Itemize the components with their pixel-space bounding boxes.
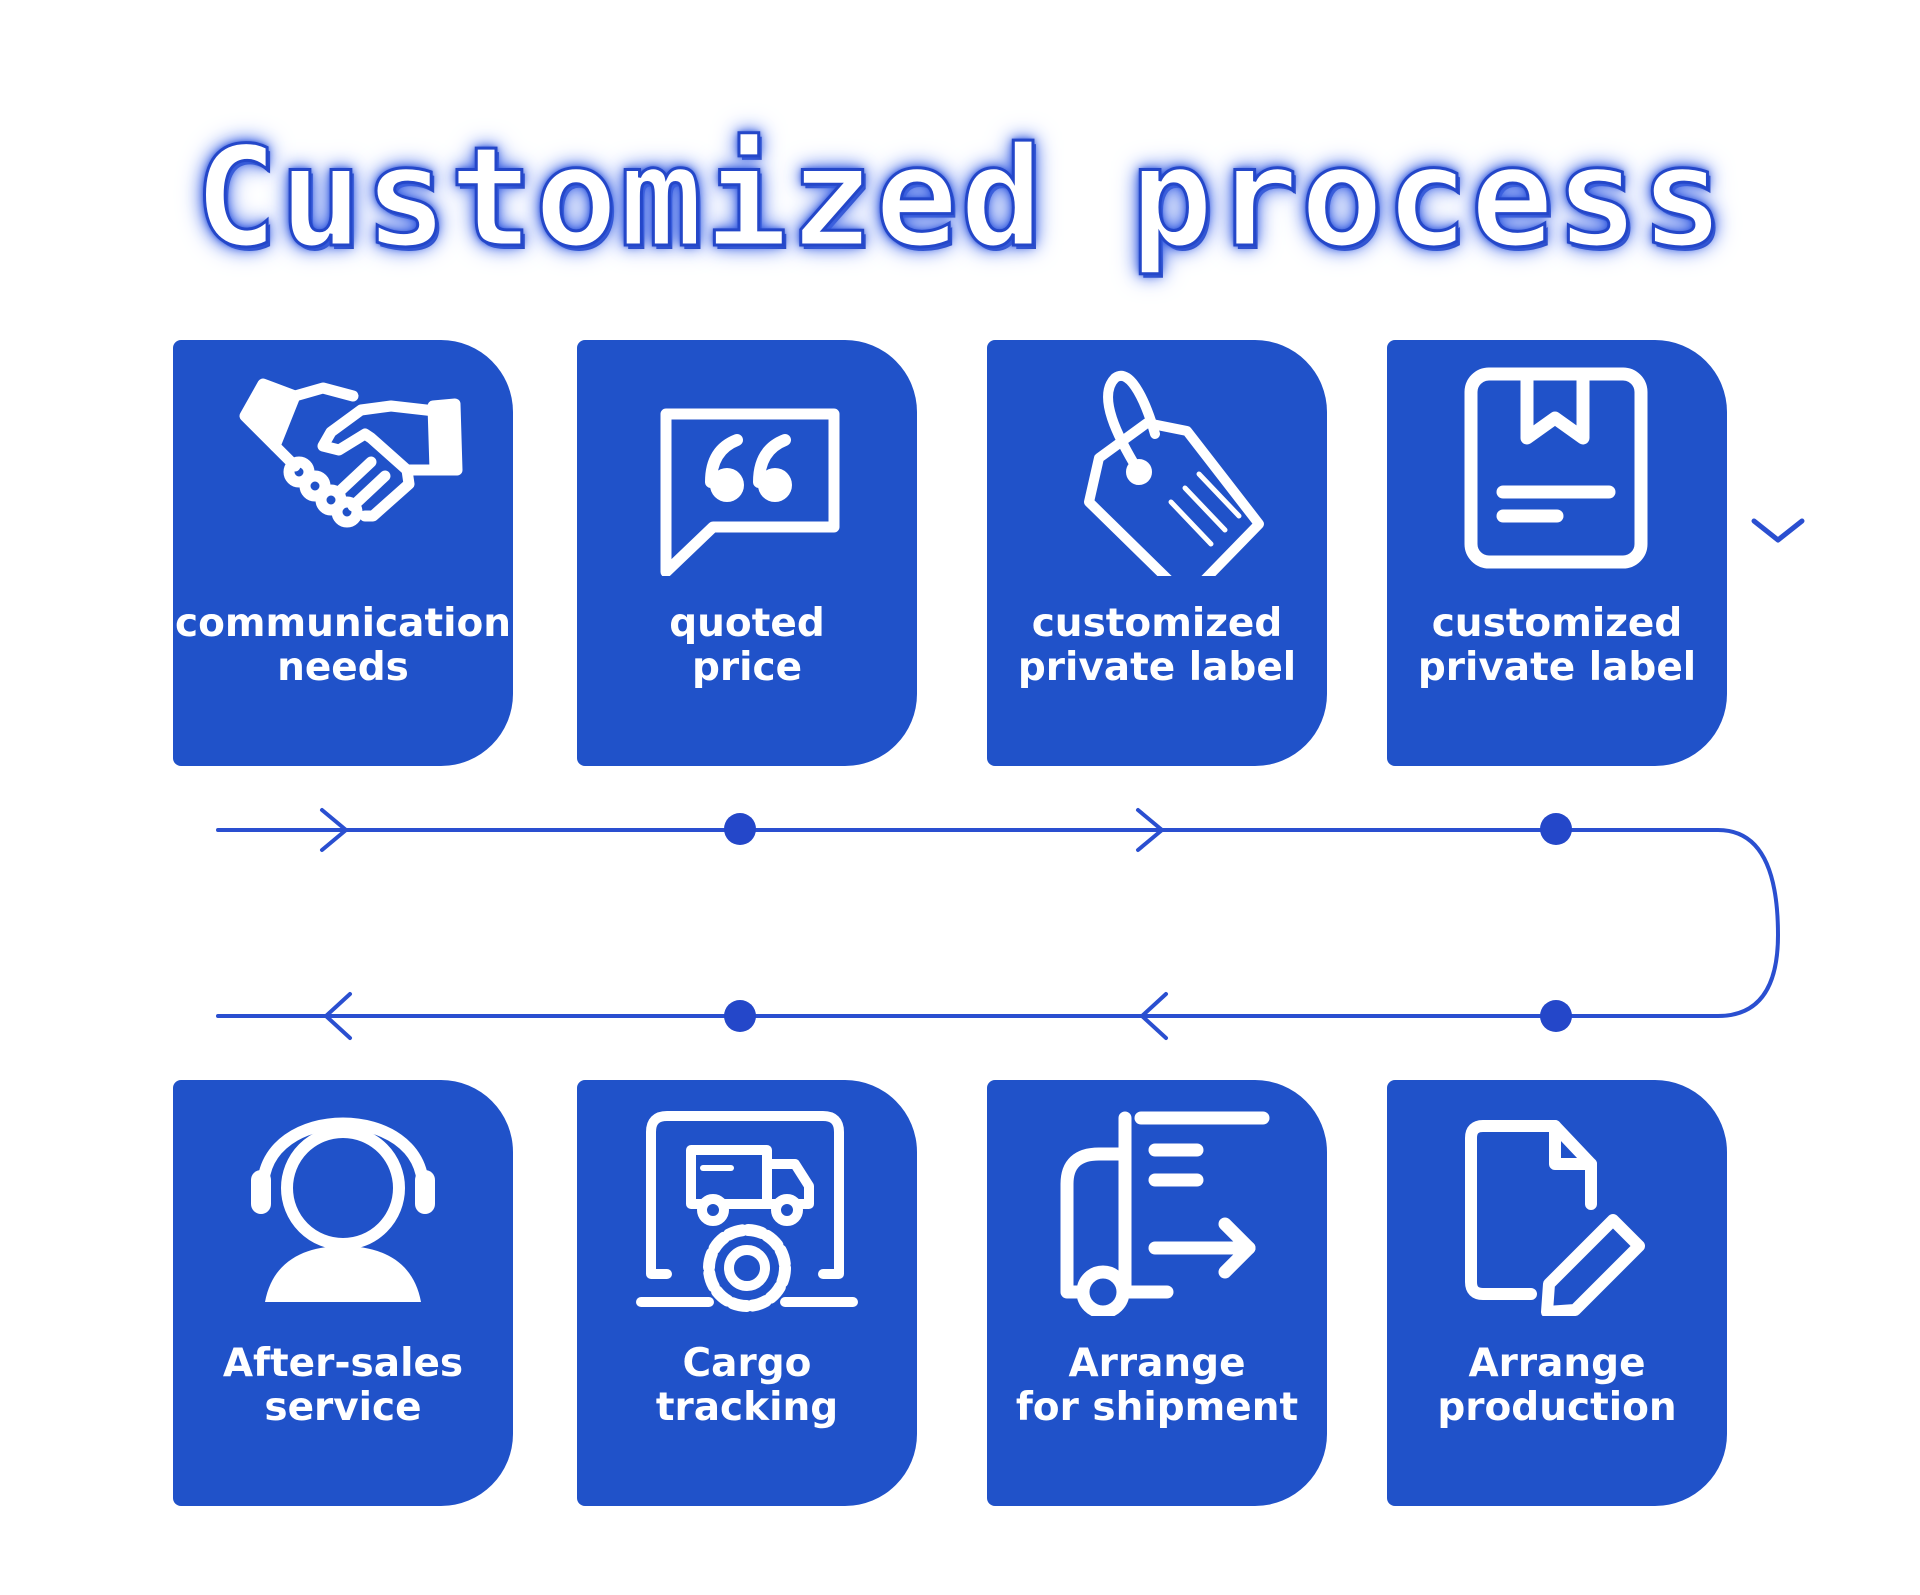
step-card-customized-private-label-tag: customized private label xyxy=(987,340,1327,766)
step-card-quoted-price: quoted price xyxy=(577,340,917,766)
step-label: After-sales service xyxy=(222,1341,464,1430)
step-label: quoted price xyxy=(669,601,825,690)
handshake-icon xyxy=(223,366,463,576)
flow-node xyxy=(1540,1000,1572,1032)
step-label: customized private label xyxy=(1417,601,1697,690)
step-card-communication-needs: communication needs xyxy=(173,340,513,766)
step-label: communication needs xyxy=(174,601,512,690)
step-label: Arrange for shipment xyxy=(1015,1341,1299,1430)
flow-node xyxy=(1540,813,1572,845)
document-edit-icon xyxy=(1437,1106,1677,1316)
quote-bubble-icon xyxy=(627,366,867,576)
flow-node xyxy=(724,1000,756,1032)
step-card-after-sales-service: After-sales service xyxy=(173,1080,513,1506)
step-card-arrange-for-shipment: Arrange for shipment xyxy=(987,1080,1327,1506)
flow-node xyxy=(724,813,756,845)
headset-support-icon xyxy=(223,1106,463,1316)
page-title: Customized process xyxy=(193,116,1726,279)
price-tag-icon xyxy=(1037,366,1277,576)
package-box-icon xyxy=(1437,366,1677,576)
truck-shipment-icon xyxy=(1037,1106,1277,1316)
step-card-cargo-tracking: Cargo tracking xyxy=(577,1080,917,1506)
step-card-arrange-production: Arrange production xyxy=(1387,1080,1727,1506)
step-label: customized private label xyxy=(1017,601,1297,690)
step-card-customized-private-label-box: customized private label xyxy=(1387,340,1727,766)
truck-monitor-gear-icon xyxy=(627,1106,867,1316)
step-label: Cargo tracking xyxy=(655,1341,839,1430)
step-label: Arrange production xyxy=(1437,1341,1677,1430)
